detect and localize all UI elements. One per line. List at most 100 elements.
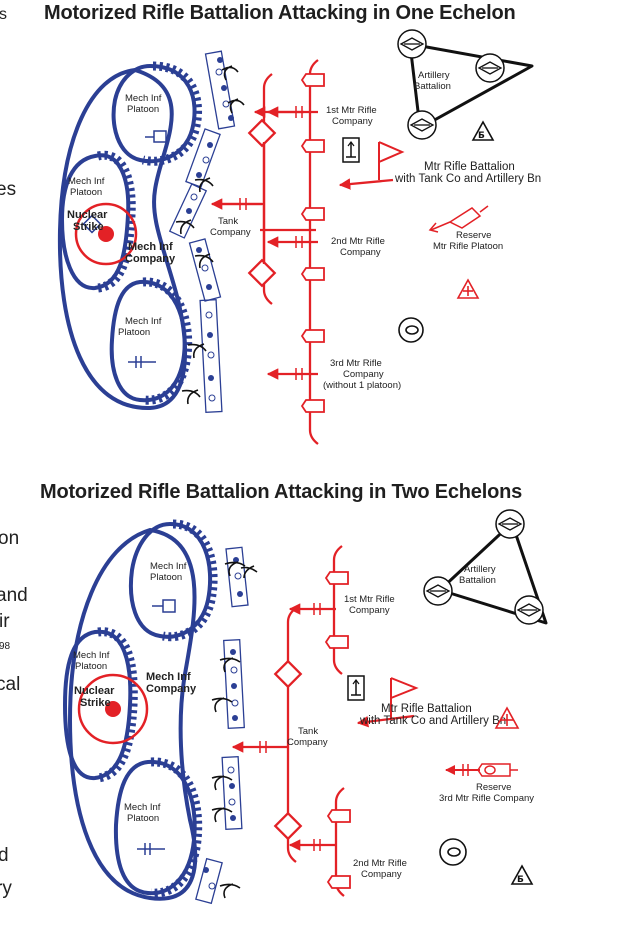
reserve-label: 3rd Mtr Rifle Company [439, 793, 534, 804]
battalion-label: Mtr Rifle Battalion [381, 703, 472, 715]
antitank-symbol-icon [137, 843, 165, 855]
friendly-forces [286, 545, 345, 897]
tank-company-label: Company [287, 737, 328, 748]
reserve-platoon-icon [428, 205, 489, 233]
obstacle-marks [211, 561, 258, 899]
company-2-label: Company [361, 869, 402, 880]
diagram-title-two-echelons: Motorized Rifle Battalion Attacking in T… [40, 481, 523, 503]
artillery-battery-icon [397, 29, 427, 59]
reserve-label: Reserve [456, 230, 491, 241]
edge-fragment: on [0, 528, 20, 549]
mech-inf-symbol-icon [152, 599, 176, 613]
artillery-battery-icon [495, 509, 525, 539]
enemy-trench-line [195, 546, 249, 905]
enemy-positions [186, 57, 234, 402]
platoon-label: Platoon [75, 661, 107, 672]
reserve-label: Reserve [476, 782, 511, 793]
company-1-label: 1st Mtr Rifle [326, 105, 377, 116]
obstacle-circle-icon [439, 838, 467, 866]
apc-markers [324, 571, 351, 889]
battalion-label: Mtr Rifle Battalion [424, 161, 515, 173]
company-1-label: Company [332, 116, 373, 127]
nuclear-strike-marker: Nuclear Strike [74, 673, 149, 745]
artillery-label: Artillery [418, 70, 450, 81]
edge-fragment: 98 [0, 641, 11, 652]
platoon-label: Mech Inf [73, 650, 110, 661]
artillery-label: Artillery [464, 564, 496, 575]
artillery-battery-icon [407, 110, 437, 140]
enemy-platoon-top: Mech Inf Platoon [111, 61, 203, 166]
battalion-label: with Tank Co and Artillery Bn [394, 173, 541, 185]
company-2-label: 2nd Mtr Rifle [331, 236, 385, 247]
tank-markers [273, 659, 303, 841]
artillery-battery-icon [475, 53, 505, 83]
platoon-label: Platoon [118, 327, 150, 338]
platoon-label: Platoon [70, 187, 102, 198]
company-label: Mech Inf [146, 671, 191, 683]
platoon-label: Mech Inf [150, 561, 187, 572]
edge-fragment: ir [0, 611, 10, 632]
battalion-flag-icon [378, 141, 405, 180]
company-3-label: (without 1 platoon) [323, 380, 401, 391]
enemy-platoon-middle: Mech Inf Platoon [62, 627, 138, 783]
red-triangle-icon [456, 278, 480, 299]
nuclear-strike-label: Nuclear [74, 685, 115, 697]
artillery-battalion: Artillery Battalion [423, 509, 548, 625]
command-post-box-icon [342, 137, 360, 163]
diagram-title-one-echelon: Motorized Rifle Battalion Attacking in O… [44, 2, 516, 24]
tank-company-label: Company [210, 227, 251, 238]
enemy-battalion-outline [67, 527, 198, 901]
artillery-battalion: Artillery Battalion [397, 29, 534, 140]
company-3-label: Company [343, 369, 384, 380]
platoon-label: Mech Inf [125, 316, 162, 327]
enemy-platoon-bottom: Mech Inf Platoon [109, 277, 193, 405]
company-label: Company [146, 683, 197, 695]
company-1-label: Company [349, 605, 390, 616]
platoon-label: Platoon [127, 104, 159, 115]
mech-inf-symbol-icon [145, 130, 167, 143]
company-label: Company [125, 253, 176, 265]
command-post-box-icon [347, 675, 365, 701]
attack-arrows [210, 106, 394, 380]
reserve-company-icon [477, 763, 518, 777]
platoon-label: Mech Inf [124, 802, 161, 813]
enemy-platoon-middle: Mech Inf Platoon [59, 150, 136, 293]
artillery-label: Battalion [414, 81, 451, 92]
platoon-label: Mech Inf [125, 93, 162, 104]
edge-fragment: cal [0, 674, 21, 695]
company-2-label: 2nd Mtr Rifle [353, 858, 407, 869]
command-post-icon [82, 214, 102, 234]
company-label: Mech Inf [128, 241, 173, 253]
tank-markers [247, 118, 277, 288]
svg-text:Б: Б [517, 875, 524, 885]
company-3-label: 3rd Mtr Rifle [330, 358, 382, 369]
enemy-positions [203, 557, 243, 890]
antitank-symbol-icon [128, 356, 156, 368]
nuclear-strike-marker: Nuclear Strike [67, 202, 138, 266]
obstacle-circle-icon [398, 317, 424, 343]
svg-text:Б: Б [478, 131, 485, 141]
enemy-battalion-outline [57, 67, 187, 411]
battalion-label: with Tank Co and Artillery Bn [359, 715, 506, 727]
edge-fragment: ry [0, 878, 12, 899]
obstacle-marks [175, 65, 245, 405]
company-2-label: Company [340, 247, 381, 258]
nuclear-strike-label: Strike [80, 697, 111, 709]
attack-arrows [231, 603, 480, 851]
platoon-label: Platoon [127, 813, 159, 824]
reserve-label: Mtr Rifle Platoon [433, 241, 503, 252]
edge-fragment: and [0, 585, 28, 606]
battalion-flag-icon [390, 677, 419, 718]
artillery-battery-icon [514, 595, 544, 625]
diagram-one-echelon: Mech Inf Platoon Mech Inf Platoon Mech I… [57, 29, 541, 445]
edge-fragment: d [0, 845, 9, 866]
platoon-label: Mech Inf [68, 176, 105, 187]
nuclear-strike-label: Nuclear [67, 209, 108, 221]
warning-triangle-icon: Б [510, 864, 534, 885]
tank-company-label: Tank [298, 726, 318, 737]
diagram-two-echelons: Mech Inf Platoon Mech Inf Platoon Mech I… [62, 509, 548, 905]
artillery-label: Battalion [459, 575, 496, 586]
platoon-label: Platoon [150, 572, 182, 583]
edge-fragment: s [0, 6, 7, 23]
